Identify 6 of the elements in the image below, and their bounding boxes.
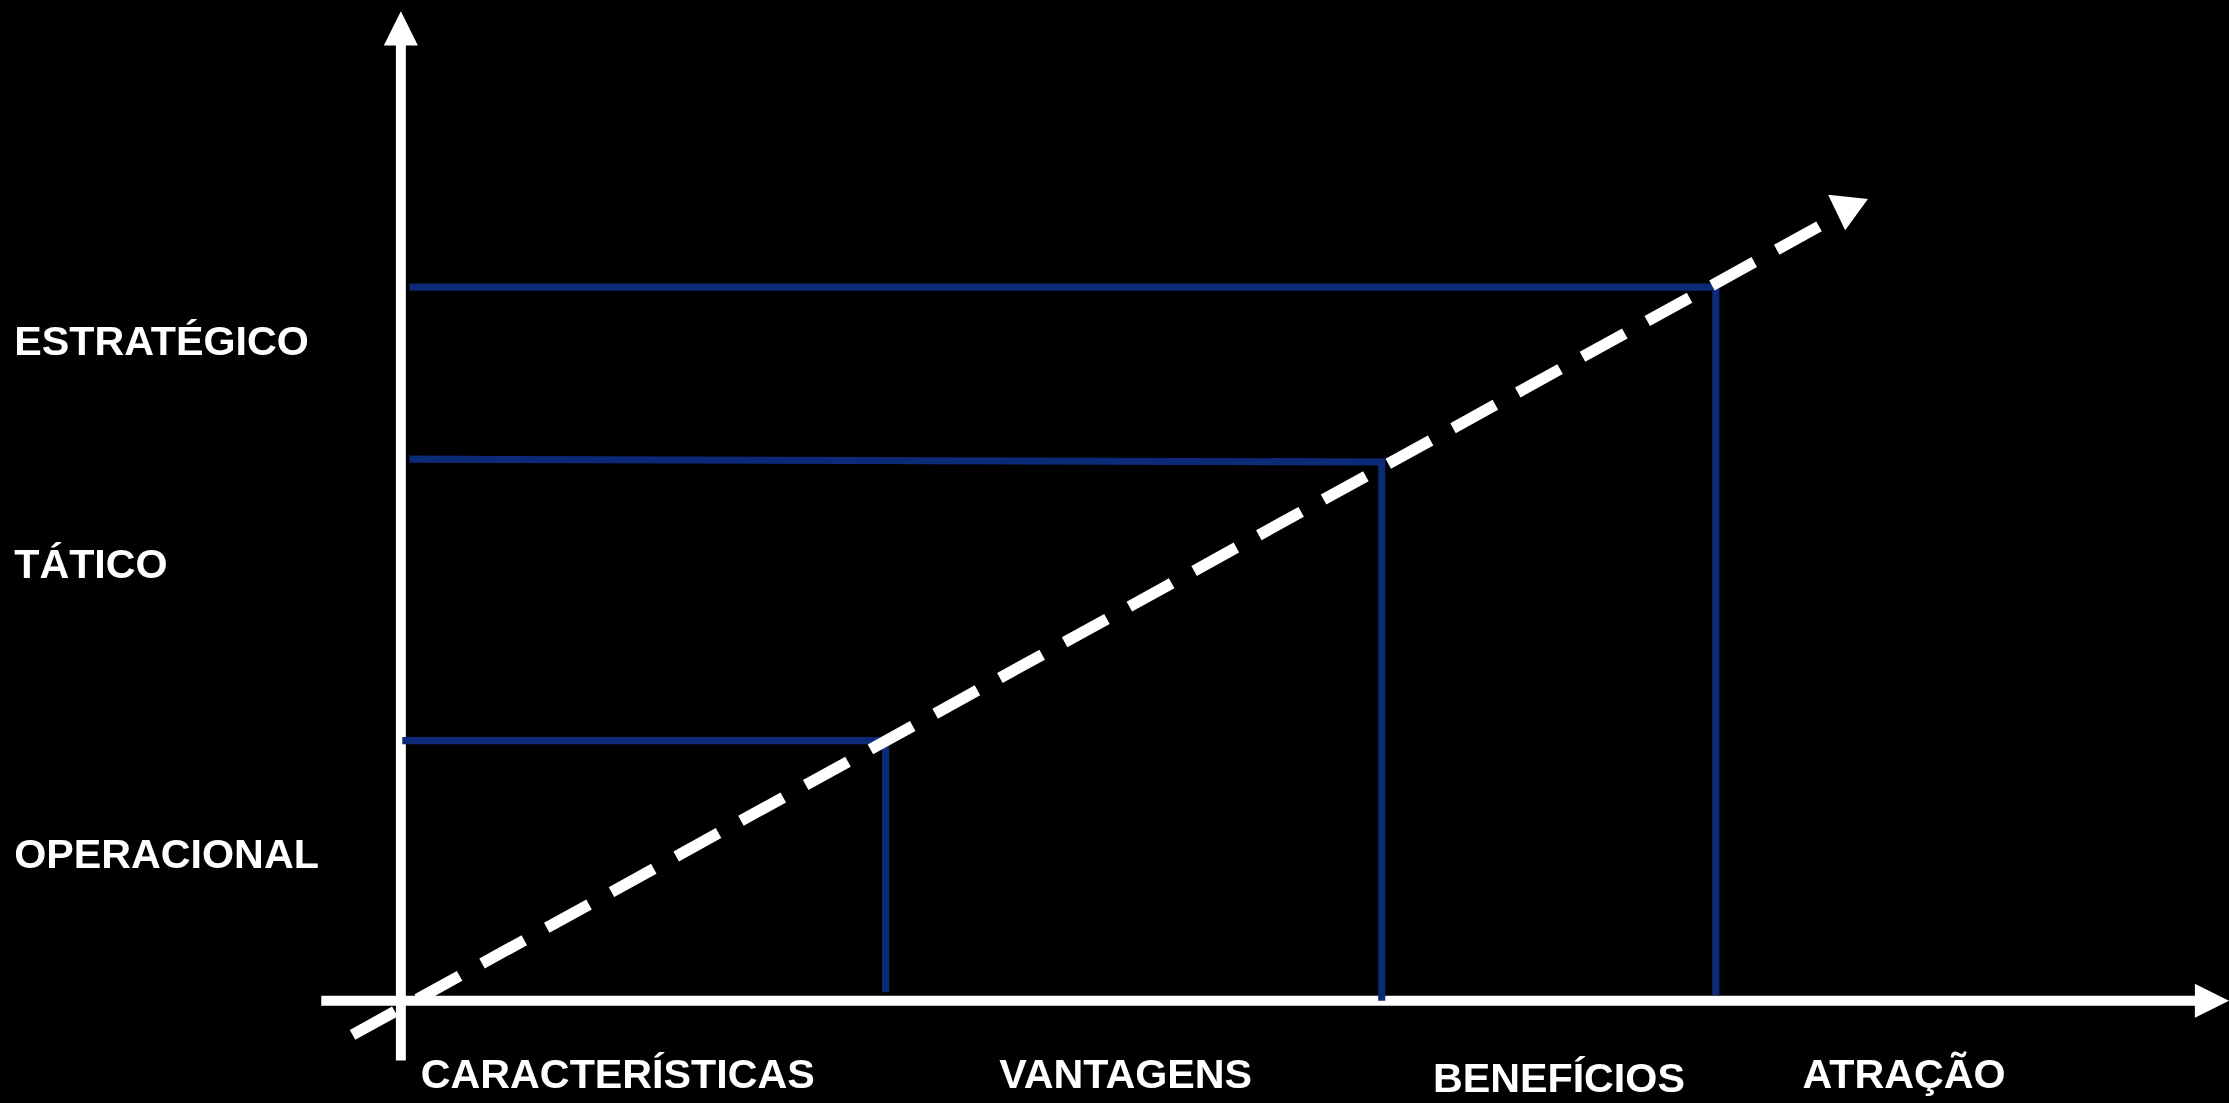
axis-label: VANTAGENS [999, 1054, 1253, 1096]
axis-label: OPERACIONAL [14, 833, 319, 875]
axis-label: ESTRATÉGICO [14, 320, 309, 362]
axis-label: BENEFÍCIOS [1432, 1058, 1685, 1100]
axis-label: CARACTERÍSTICAS [420, 1054, 815, 1096]
axis-label: TÁTICO [14, 543, 168, 585]
